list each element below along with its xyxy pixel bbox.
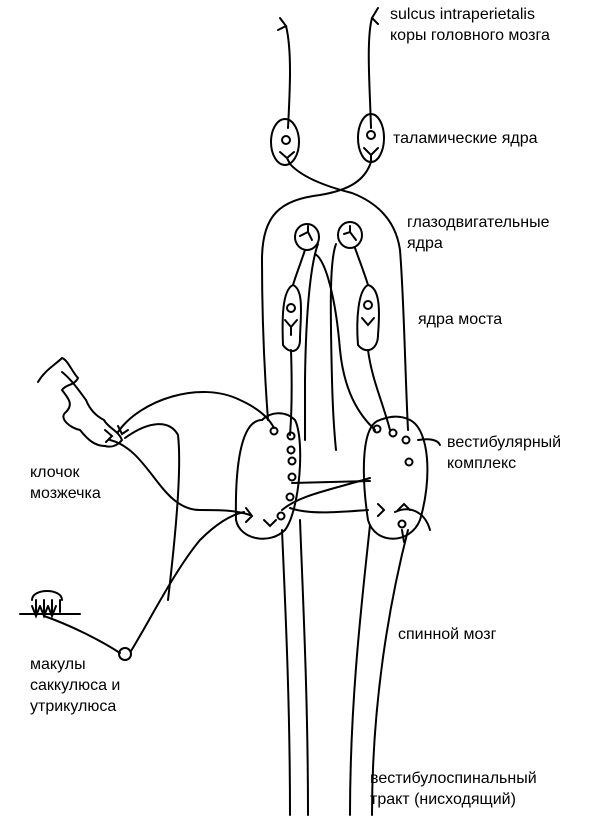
macula-hair-cells	[19, 590, 81, 619]
vestibular-nerve-central	[130, 511, 245, 652]
vestibular-right-branch	[394, 508, 431, 531]
pontine-nucleus-left	[281, 283, 302, 352]
spinal-tract-right-1	[349, 524, 371, 816]
label-spinal-cord: спинной мозг	[398, 624, 496, 645]
fiber-c	[304, 243, 319, 441]
flocculus-fiber-1	[117, 391, 275, 433]
fiber-g	[367, 349, 391, 431]
vestibular-complex-right	[362, 415, 429, 543]
commissure-fiber-2	[289, 507, 369, 514]
label-flocculus: клочок мозжечка	[30, 462, 101, 504]
label-line: коры головного мозга	[390, 27, 550, 44]
flocculus	[37, 356, 124, 448]
label-maculae: макулы саккулюса и утрикулюса	[30, 654, 120, 717]
crossing-fiber-1	[289, 163, 409, 431]
vestibular-complex-left	[234, 412, 302, 540]
vestibular-nerve	[43, 615, 121, 654]
oculomotor-nucleus-right	[337, 221, 363, 249]
label-vestibular: вестибулярный комплекс	[447, 432, 561, 474]
fiber-d	[329, 243, 337, 451]
label-line: глазодвигательные	[407, 214, 550, 231]
label-line: клочок	[30, 464, 80, 481]
thalamic-nucleus-left	[270, 118, 300, 166]
label-line: таламические ядра	[393, 130, 538, 147]
label-line: sulcus intraperietalis	[390, 6, 535, 23]
label-cortex: sulcus intraperietalis коры головного мо…	[390, 4, 550, 46]
label-line: вестибулярный	[447, 434, 562, 451]
flocculus-fiber-3	[109, 439, 251, 516]
pontine-nucleus-right	[356, 283, 380, 352]
fiber-f	[289, 349, 293, 436]
label-line: вестибулоспинальный	[370, 770, 537, 787]
label-tract: вестибулоспинальный тракт (нисходящий)	[370, 768, 537, 810]
label-line: комплекс	[447, 455, 517, 472]
cortex-fiber-right	[367, 7, 379, 129]
label-line: ядра моста	[418, 311, 503, 328]
label-line: утрикулюса	[30, 698, 117, 715]
flocculus-fiber-2	[124, 423, 181, 601]
fiber-b	[354, 247, 369, 286]
label-line: ядра	[407, 235, 443, 252]
fiber-e	[314, 253, 376, 431]
label-pons: ядра моста	[418, 309, 502, 330]
label-line: тракт (нисходящий)	[370, 791, 516, 808]
cortex-fiber-left	[277, 17, 291, 129]
commissure-fiber-3	[281, 477, 371, 511]
spinal-tract-left-2	[299, 519, 309, 816]
spinal-tract-right-2	[371, 529, 409, 816]
vestibular-ganglion	[118, 647, 132, 661]
label-oculomotor: глазодвигательные ядра	[407, 212, 549, 254]
oculomotor-nucleus-left	[294, 223, 320, 251]
vestibular-right-out	[417, 438, 441, 446]
fiber-a	[292, 249, 306, 286]
label-line: макулы	[30, 656, 86, 673]
crossing-fiber-2	[260, 161, 372, 421]
label-line: мозжечка	[30, 485, 101, 502]
flocculus-synapse	[104, 425, 129, 443]
spinal-tract-left-1	[281, 529, 291, 816]
label-line: саккулюса и	[30, 677, 121, 694]
label-line: спинной мозг	[398, 626, 497, 643]
label-thalamus: таламические ядра	[393, 128, 538, 149]
